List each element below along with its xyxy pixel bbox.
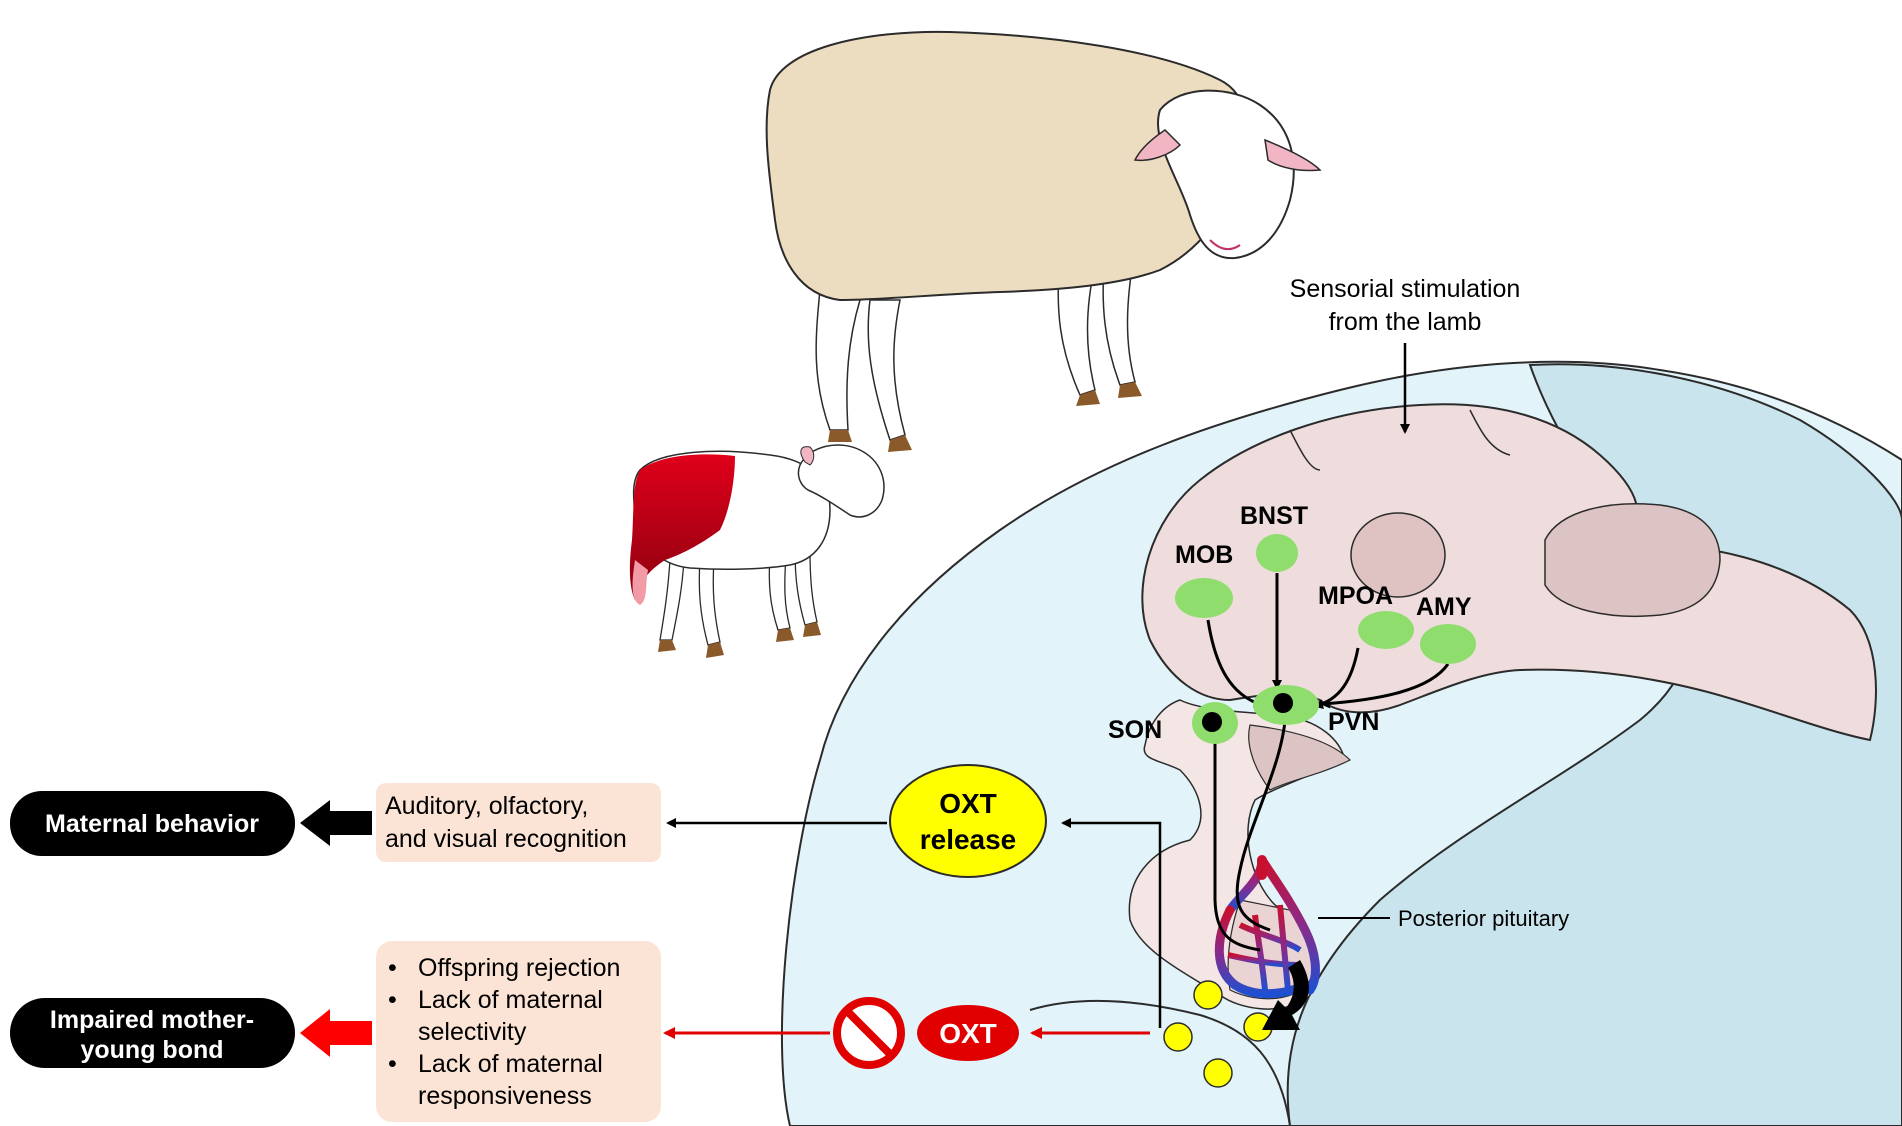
lamb-head — [797, 444, 885, 518]
deficit-item: Lack of maternal — [418, 986, 603, 1014]
ewe-illustration — [765, 30, 1322, 452]
mob-nucleus — [1175, 578, 1233, 618]
deficit-item: selectivity — [418, 1018, 527, 1046]
recognition-line1: Auditory, olfactory, — [385, 792, 588, 820]
sulcus-1 — [1289, 429, 1321, 471]
mob-label: MOB — [1175, 541, 1233, 569]
posterior-pituitary-label: Posterior pituitary — [1398, 906, 1569, 931]
projection-amy-pvn — [1320, 663, 1450, 709]
oxt-release-line2: release — [920, 824, 1017, 855]
impaired-bond-pill: Impaired mother- young bond — [10, 998, 295, 1068]
median-eminence — [1248, 724, 1352, 791]
pvn-label: PVN — [1328, 708, 1379, 736]
recognition-line2: and visual recognition — [385, 825, 627, 853]
bnst-nucleus — [1256, 534, 1298, 572]
oxt-blocked-label: OXT — [939, 1018, 997, 1049]
deficit-item: responsiveness — [418, 1082, 592, 1110]
son-label: SON — [1108, 716, 1162, 744]
oxt-blocked-ellipse — [917, 1005, 1019, 1061]
ewe-head — [1157, 89, 1295, 260]
axon-pvn-pituitary — [1235, 704, 1288, 932]
maternal-behavior-pill: Maternal behavior — [10, 791, 295, 856]
amy-label: AMY — [1416, 593, 1472, 621]
thick-arrow-impaired — [300, 1009, 372, 1057]
oxt-blocked-node: OXT — [833, 997, 1019, 1069]
oxt-granule — [1203, 1058, 1233, 1088]
ewe-body — [765, 30, 1247, 302]
deficits-box: • Offspring rejection • Lack of maternal… — [376, 941, 661, 1122]
arrow-pituitary-to-release — [1061, 818, 1162, 1028]
deficit-bullet: • — [388, 986, 397, 1014]
nuclei — [1175, 534, 1476, 744]
sensory-stimulation-line1: Sensorial stimulation — [1290, 275, 1521, 303]
axon-son-pituitary — [1213, 725, 1261, 952]
release-curved-arrow — [1262, 960, 1309, 1030]
region-labels: MOB BNST MPOA AMY SON PVN — [1108, 502, 1472, 744]
impaired-bond-line1: Impaired mother- — [50, 1006, 254, 1034]
nasal-floor — [1029, 999, 1291, 1126]
mpoa-label: MPOA — [1318, 582, 1393, 610]
cerebellum — [1544, 503, 1721, 617]
lamb-illustration — [629, 444, 885, 658]
prohibition-icon — [833, 997, 905, 1069]
oxt-granule — [1193, 980, 1223, 1010]
deficit-item: Offspring rejection — [418, 954, 620, 982]
recognition-box: Auditory, olfactory, and visual recognit… — [376, 783, 661, 862]
deficit-bullet: • — [388, 954, 397, 982]
deficit-bullet: • — [388, 1050, 397, 1078]
oxt-release-node: OXT release — [889, 764, 1047, 878]
bnst-label: BNST — [1240, 502, 1308, 530]
son-soma — [1202, 712, 1222, 732]
sensory-stimulation-line2: from the lamb — [1329, 308, 1482, 336]
lamb-birth-fluid — [629, 454, 735, 600]
impaired-bond-line2: young bond — [80, 1036, 223, 1064]
oxt-granule — [1163, 1022, 1193, 1052]
deficit-item: Lack of maternal — [418, 1050, 603, 1078]
brain — [1128, 403, 1877, 1010]
pvn-soma — [1273, 693, 1293, 713]
sulcus-2 — [1469, 409, 1511, 456]
oxt-release-ellipse — [889, 764, 1047, 878]
amy-nucleus — [1420, 624, 1476, 664]
flow-arrows — [663, 818, 1162, 1039]
thalamus — [1350, 512, 1446, 598]
projection-mob-pvn — [1206, 619, 1264, 708]
posterior-pituitary-vessels — [1214, 855, 1320, 999]
thick-arrow-maternal — [300, 800, 372, 846]
mpoa-nucleus — [1358, 611, 1414, 649]
cerebrum — [1141, 403, 1877, 742]
projections — [1206, 343, 1450, 952]
oxt-release-line1: OXT — [939, 788, 997, 819]
maternal-behavior-label: Maternal behavior — [45, 810, 259, 838]
